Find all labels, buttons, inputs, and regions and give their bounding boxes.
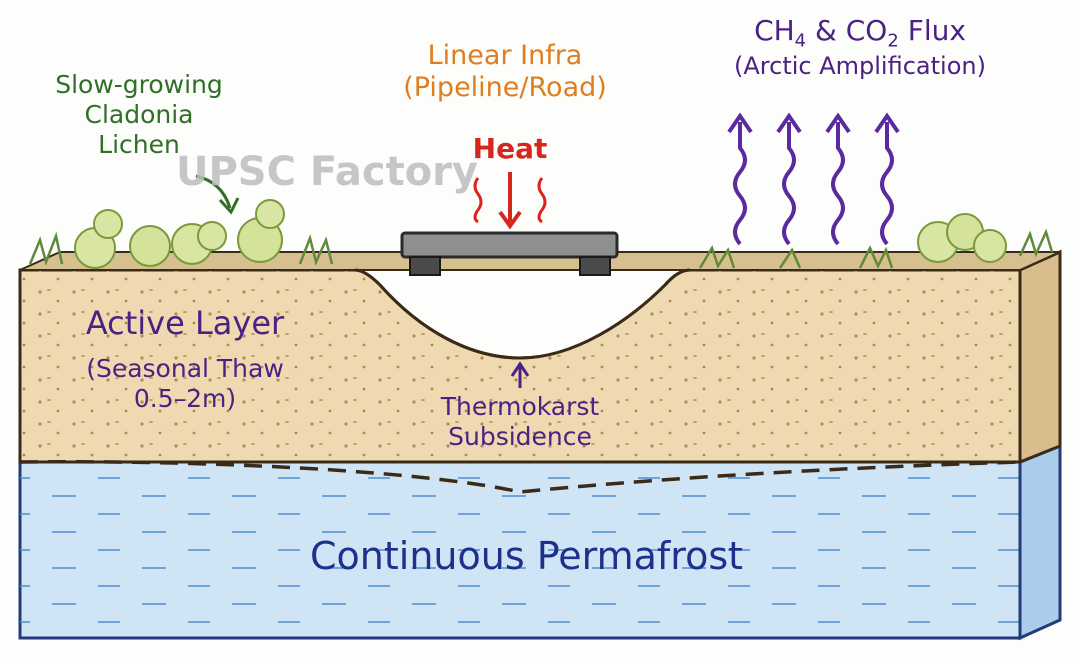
- active-layer-desc: (Seasonal Thaw 0.5–2m): [60, 354, 310, 414]
- permafrost-label: Continuous Permafrost: [310, 534, 744, 578]
- heat-arrows: [473, 172, 547, 230]
- infra-label-line1: Linear Infra: [427, 40, 583, 71]
- thermokarst-pointer-arrow: [510, 361, 530, 388]
- pipeline-road-slab: [400, 231, 619, 276]
- lichen-label-line1: Slow-growing: [55, 70, 223, 99]
- watermark: UPSC Factory: [176, 149, 478, 195]
- lichen-label-line3: Lichen: [98, 130, 180, 159]
- flux-sub-2: 2: [887, 30, 899, 52]
- thermokarst-depression: [354, 268, 691, 360]
- lichen-clumps-left: [28, 199, 334, 269]
- flux-ch-text: CH: [754, 14, 795, 47]
- lichen-label-line2: Cladonia: [84, 100, 194, 129]
- gas-flux-arrows: [727, 112, 900, 246]
- heat-label: Heat: [472, 132, 548, 165]
- flux-co-text: & CO: [806, 14, 888, 47]
- flux-label-line1: CH4 & CO2 Flux: [690, 14, 1030, 52]
- infra-label-line2: (Pipeline/Road): [403, 72, 607, 104]
- permafrost-layer: [18, 443, 1062, 641]
- active-layer-desc-line2: 0.5–2m): [133, 384, 237, 413]
- flux-sub-4: 4: [794, 30, 807, 52]
- thermokarst-label-line2: Subsidence: [448, 422, 592, 451]
- lichen-pointer-arrow: [195, 174, 240, 215]
- infra-label: Linear Infra (Pipeline/Road): [380, 40, 630, 105]
- flux-flux-text: Flux: [898, 14, 966, 47]
- lichen-label: Slow-growing Cladonia Lichen: [44, 70, 234, 160]
- active-layer-desc-line1: (Seasonal Thaw: [86, 354, 284, 383]
- lichen-clumps-right: [698, 213, 1054, 269]
- active-layer-title: Active Layer: [85, 304, 285, 342]
- flux-label: CH4 & CO2 Flux (Arctic Amplification): [690, 14, 1030, 81]
- thermokarst-label-line1: Thermokarst: [440, 392, 600, 421]
- permafrost-table-line: [19, 460, 1021, 494]
- flux-label-line2: (Arctic Amplification): [734, 52, 986, 81]
- thermokarst-label: Thermokarst Subsidence: [420, 392, 620, 452]
